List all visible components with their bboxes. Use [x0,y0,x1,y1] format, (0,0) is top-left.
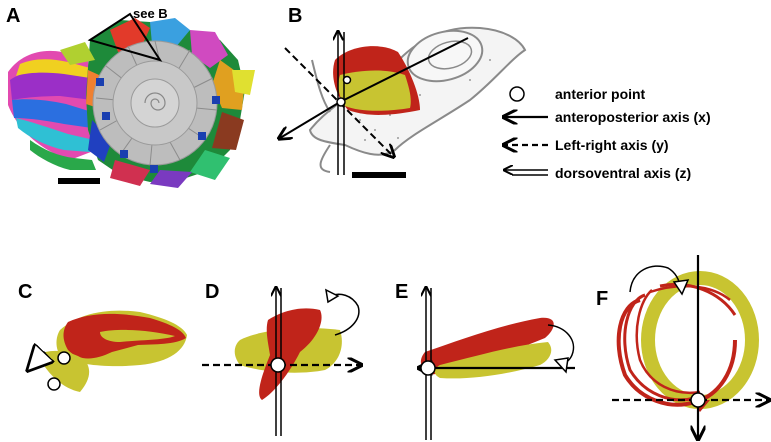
panel-label-a: A [6,5,20,27]
legend: anterior point anteroposterior axis (x) … [505,86,711,181]
panel-label-e: E [395,281,408,303]
legend-label-anterior-point: anterior point [555,86,646,102]
legend-label-anteroposterior-axis: anteroposterior axis (x) [555,109,711,125]
panel-f-tissue-view [612,255,768,438]
scale-bar-a [58,178,100,184]
scale-bar-b [352,172,406,178]
panel-label-b: B [288,5,302,27]
panel-c-tissue-view [30,310,188,392]
see-b-callout: see B [133,6,168,21]
panel-b-snail-sketch [280,26,527,175]
legend-label-dorsoventral-axis: dorsoventral axis (z) [555,165,691,181]
panel-label-f: F [596,288,608,310]
legend-symbol-anterior-point [509,86,525,102]
panel-e-tissue-view [420,288,575,440]
panel-label-d: D [205,281,219,303]
see-b-callout-triangle [87,12,163,62]
panel-a-shell-image [8,12,255,188]
panel-label-c: C [18,281,32,303]
panel-d-tissue-view [202,288,360,436]
legend-label-left-right-axis: Left-right axis (y) [555,137,669,153]
